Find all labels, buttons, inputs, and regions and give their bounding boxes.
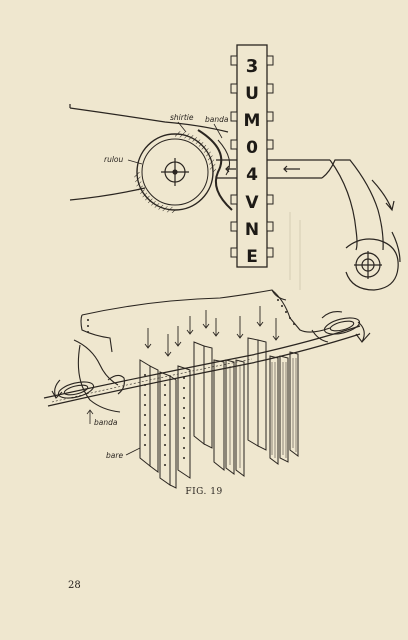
left-arm-lower <box>69 187 146 201</box>
right-spool-icon <box>311 311 371 343</box>
figure-caption: FIG. 19 <box>185 487 223 497</box>
ink-ribbon <box>197 129 233 211</box>
label-bare: bare <box>106 451 123 460</box>
tape-char: E <box>246 247 258 267</box>
label-shirtie: shirtie <box>170 113 194 122</box>
bar-dots <box>144 374 185 466</box>
bleed-through-lines <box>289 212 301 290</box>
tape-char: M <box>244 111 261 131</box>
print-tape: 3 U M 0 4 V N E <box>230 44 274 268</box>
tape-char: 4 <box>246 165 258 185</box>
upper-diagram <box>69 104 401 291</box>
page-number: 28 <box>68 580 81 591</box>
label-banda-top: banda <box>205 115 229 124</box>
tape-char: 0 <box>246 138 258 158</box>
label-rulou: rulou <box>104 155 124 164</box>
tape-char: V <box>245 193 259 213</box>
type-bars <box>139 337 299 489</box>
roller-icon <box>134 131 216 213</box>
tape-char: N <box>245 220 259 240</box>
tape-char: U <box>245 84 259 104</box>
left-arm <box>69 107 229 133</box>
paper-sheet <box>81 289 331 333</box>
left-spool-icon <box>51 374 125 399</box>
strike-arrows <box>144 306 280 357</box>
lower-label-leaders <box>86 409 141 456</box>
right-lever <box>321 159 384 251</box>
lower-diagram <box>43 289 371 489</box>
label-leaders <box>127 121 223 165</box>
pivot-icon <box>354 251 382 279</box>
ink-rod <box>43 325 361 399</box>
label-banda-bottom: banda <box>94 418 118 427</box>
tape-char: 3 <box>246 56 259 77</box>
